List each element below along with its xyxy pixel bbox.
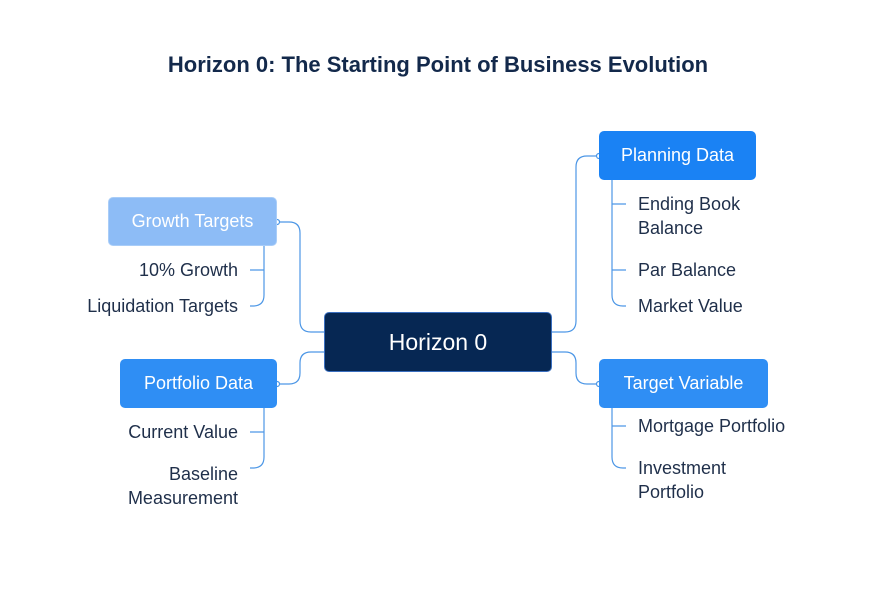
connector-planning-leaves — [611, 180, 626, 307]
branch-portfolio-data[interactable]: Portfolio Data — [120, 359, 277, 408]
branch-target-variable[interactable]: Target Variable — [599, 359, 768, 408]
connector-portfolio-leaves — [250, 408, 265, 469]
connector-center-planning — [552, 155, 599, 333]
leaf-liquidation[interactable]: Liquidation Targets — [87, 296, 238, 316]
branch-planning-data[interactable]: Planning Data — [599, 131, 756, 180]
diagram-title: Horizon 0: The Starting Point of Busines… — [167, 52, 709, 77]
connector-center-portfolio — [277, 351, 324, 385]
leaf-current-value[interactable]: Current Value — [128, 422, 238, 442]
leaf-mortgage[interactable]: Mortgage Portfolio — [638, 416, 786, 436]
leaf-growth[interactable]: 10% Growth — [138, 260, 238, 280]
branch-growth-targets[interactable]: Growth Targets — [108, 197, 277, 246]
connector-target-leaves — [611, 408, 626, 469]
leaf-par-balance[interactable]: Par Balance — [638, 260, 737, 280]
leaf-investment[interactable]: Investment Portfolio — [638, 458, 727, 502]
leaf-market-value[interactable]: Market Value — [638, 296, 743, 316]
center-node[interactable]: Horizon 0 — [324, 312, 552, 372]
connector-growth-leaves — [250, 246, 265, 307]
leaf-baseline[interactable]: Baseline Measurement — [127, 464, 238, 508]
leaf-ending-book[interactable]: Ending Book Balance — [638, 194, 741, 238]
connector-center-growth — [277, 221, 324, 333]
connector-center-target — [552, 351, 599, 385]
